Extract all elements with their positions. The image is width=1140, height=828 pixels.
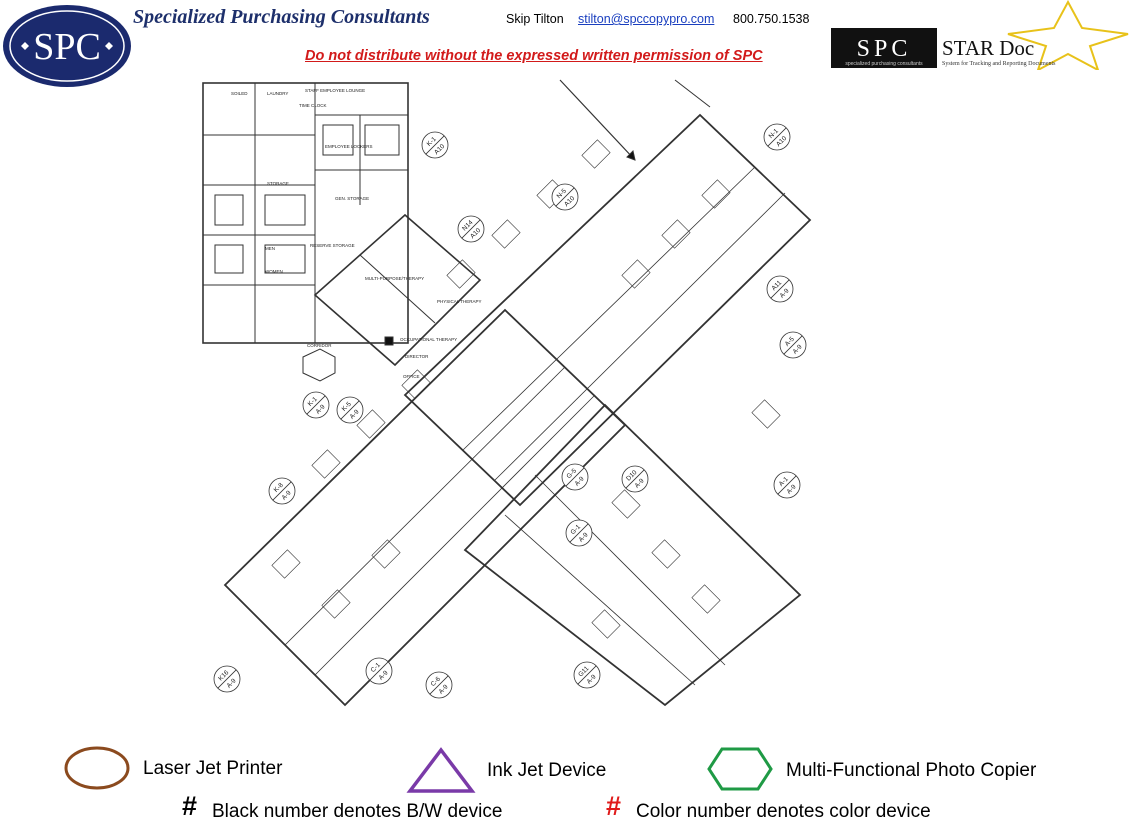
distribution-warning: Do not distribute without the expressed … xyxy=(305,48,763,64)
grid-marker: C-1A-9 xyxy=(365,657,393,685)
room-label: MULTI-PURPOSE/THERAPY xyxy=(365,276,424,281)
stardoc-title: STAR Doc xyxy=(942,36,1034,60)
grid-marker: A-1A-9 xyxy=(773,471,801,499)
room-label: MEN xyxy=(265,246,275,251)
room-label: STAFF EMPLOYEE LOUNGE xyxy=(305,88,365,93)
room-label: CORRIDOR xyxy=(307,343,332,348)
stardoc-tagline: System for Tracking and Reporting Docume… xyxy=(942,60,1056,67)
room-label: STORAGE xyxy=(267,181,289,186)
legend-laser-label: Laser Jet Printer xyxy=(143,758,283,779)
room-label: GEN. STORAGE xyxy=(335,196,369,201)
legend-bw-label: Black number denotes B/W device xyxy=(212,801,503,822)
legend-color-label: Color number denotes color device xyxy=(636,801,931,822)
ink-jet-triangle-icon xyxy=(406,747,476,793)
room-label: LAUNDRY xyxy=(267,91,288,96)
room-label: WOMEN xyxy=(265,269,283,274)
stardoc-brand: SPC xyxy=(857,36,912,62)
contact-email-link[interactable]: stilton@spccopypro.com xyxy=(578,12,715,26)
grid-marker: C-6A-9 xyxy=(425,671,453,699)
room-label: PHYSICAL THERAPY xyxy=(437,299,482,304)
floor-plan: STAFF EMPLOYEE LOUNGE EMPLOYEE LOCKERS G… xyxy=(202,79,812,707)
grid-marker: A-5A-9 xyxy=(779,331,807,359)
spc-logo: SPC xyxy=(3,5,131,87)
laser-jet-ellipse-icon xyxy=(64,746,130,790)
room-label: EMPLOYEE LOCKERS xyxy=(325,144,373,149)
room-label: SOILED xyxy=(231,91,248,96)
room-label: TIME CLOCK xyxy=(299,103,327,108)
logo-text: SPC xyxy=(33,26,101,68)
legend-mfp-label: Multi-Functional Photo Copier xyxy=(786,760,1037,781)
room-label: RESERVE STORAGE xyxy=(310,243,355,248)
grid-marker: G-1A-9 xyxy=(565,519,593,547)
contact-name: Skip Tilton xyxy=(506,12,564,26)
room-label: OFFICE xyxy=(403,374,420,379)
room-label: DIRECTOR xyxy=(405,354,429,359)
room-label: OCCUPATIONAL THERAPY xyxy=(400,337,457,342)
stardoc-brand-sub: specialized purchasing consultants xyxy=(845,61,923,67)
color-number-symbol: # xyxy=(606,791,622,821)
bw-number-symbol: # xyxy=(182,791,198,821)
company-name: Specialized Purchasing Consultants xyxy=(133,6,430,28)
grid-marker: K-8A-9 xyxy=(268,477,296,505)
star-doc-logo: SPC specialized purchasing consultants S… xyxy=(831,0,1129,70)
grid-marker: K-1A-9 xyxy=(302,391,330,419)
legend-inkjet-label: Ink Jet Device xyxy=(487,760,607,781)
grid-marker: G-5A-9 xyxy=(561,463,589,491)
contact-phone: 800.750.1538 xyxy=(733,12,810,26)
photo-copier-hexagon-icon xyxy=(707,747,773,791)
grid-marker: K-5A-9 xyxy=(336,396,364,424)
